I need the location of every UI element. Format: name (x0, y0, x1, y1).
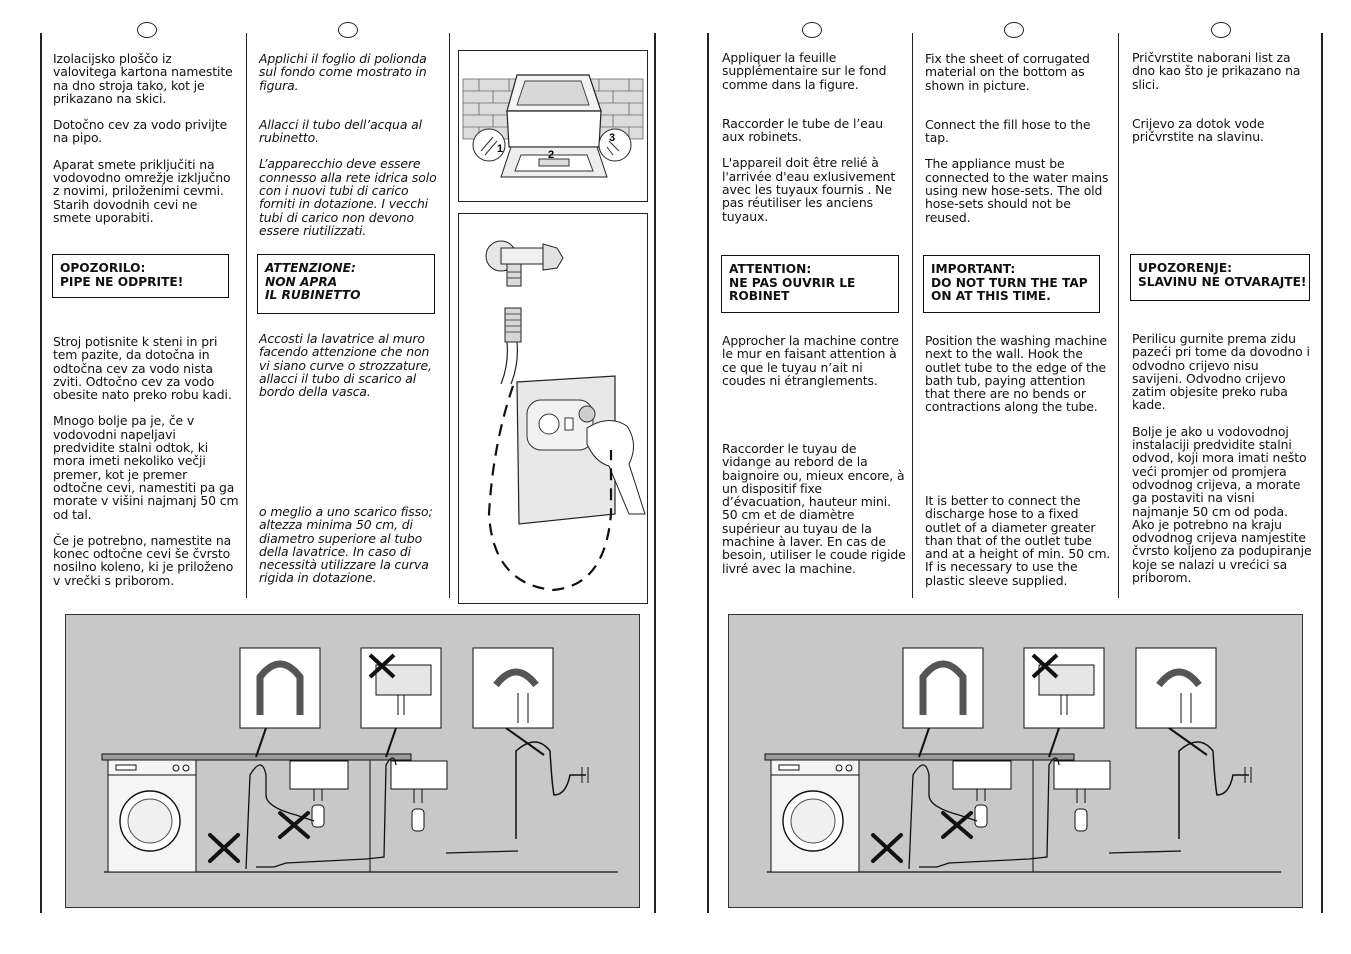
warning-line: ROBINET (729, 289, 790, 303)
text-column-italian-lower: Accosti la lavatrice al muro facendo att… (259, 332, 441, 411)
paragraph: Perilicu gurnite prema zidu pazeći pri t… (1132, 331, 1310, 413)
paragraph: Če je potrebno, namestite na konec odtoč… (53, 532, 234, 588)
paragraph: Stroj potisnite k steni in pri tem pazit… (53, 334, 232, 403)
text-column-slovenian: Izolacijsko ploščo iz valovitega kartona… (53, 52, 239, 237)
figure-label: 1 (497, 143, 503, 155)
paragraph: o meglio a uno scarico fisso; altezza mi… (259, 504, 433, 586)
language-flag-icon (137, 22, 157, 38)
column-rule (246, 33, 247, 598)
language-flag-icon (338, 22, 358, 38)
warning-box: IMPORTANT: DO NOT TURN THE TAP ON AT THI… (923, 255, 1100, 313)
text-column-english-lower: Position the washing machine next to the… (925, 334, 1111, 427)
paragraph: Raccorder le tuyau de vidange au rebord … (722, 441, 906, 576)
paragraph: It is better to connect the discharge ho… (925, 493, 1111, 588)
text-column-slovenian-lower: Stroj potisnite k steni in pri tem pazit… (53, 335, 239, 600)
paragraph: Crijevo za dotok vode pričvrstite na sla… (1132, 115, 1265, 145)
text-column-croatian-lower: Perilicu gurnite prema zidu pazeći pri t… (1132, 332, 1312, 597)
warning-line: UPOZORENJE: (1138, 261, 1233, 275)
figure-base-sheet: 1 2 3 (458, 50, 648, 202)
column-rule (1118, 33, 1119, 598)
paragraph: L'appareil doit être relié à l'arrivée d… (722, 155, 896, 224)
paragraph: Connect the fill hose to the tap. (925, 116, 1091, 146)
warning-line: PIPE NE ODPRITE! (60, 274, 184, 289)
warning-line: OPOZORILO: (60, 261, 146, 275)
paragraph: Dotočno cev za vodo privijte na pipo. (53, 117, 228, 146)
warning-line: SLAVINU NE OTVARAJTE! (1138, 274, 1307, 289)
warning-line: ON AT THIS TIME. (931, 289, 1051, 303)
language-flag-icon (1211, 22, 1231, 38)
warning-line: NE PAS OUVRIR LE (729, 275, 856, 290)
warning-line: ATTENTION: (729, 262, 812, 276)
paragraph: L’apparecchio deve essere connesso alla … (259, 156, 437, 238)
warning-box: UPOZORENJE: SLAVINU NE OTVARAJTE! (1130, 254, 1310, 301)
warning-box: ATTENTION: NE PAS OUVRIR LE ROBINET (721, 255, 899, 313)
paragraph: Bolje je ako u vodovodnoj instalaciji pr… (1132, 423, 1312, 586)
left-margin-rule (40, 33, 42, 913)
text-column-croatian: Pričvrstite naborani list za dno kao što… (1132, 51, 1312, 156)
figure-label: 2 (548, 149, 554, 161)
paragraph: Aparat smete priključiti na vodovodno om… (53, 156, 231, 225)
paragraph: Approcher la machine contre le mur en fa… (722, 333, 899, 388)
language-flag-icon (1004, 22, 1024, 38)
paragraph: Mnogo bolje pa je, če v vodovodni napelj… (53, 413, 239, 522)
text-column-french-lower: Raccorder le tuyau de vidange au rebord … (722, 442, 906, 588)
text-column-english: Fix the sheet of corrugated material on … (925, 52, 1111, 237)
paragraph: Appliquer la feuille supplémentaire sur … (722, 50, 887, 92)
paragraph: Applichi il foglio di polionda sul fondo… (259, 51, 427, 93)
paragraph: Position the washing machine next to the… (925, 333, 1108, 415)
figure-label: 3 (609, 132, 615, 144)
warning-line: ATTENZIONE: (265, 261, 356, 275)
language-flag-icon (802, 22, 822, 38)
figure-tap-connection (458, 213, 648, 604)
warning-line: DO NOT TURN THE TAP (931, 275, 1088, 290)
paragraph: Raccorder le tube de l’eau aux robinets. (722, 115, 883, 145)
warning-line: IMPORTANT: (931, 262, 1016, 276)
text-column-french: Appliquer la feuille supplémentaire sur … (722, 51, 906, 236)
paragraph: Pričvrstite naborani list za dno kao što… (1132, 50, 1301, 92)
text-column-french-lower: Approcher la machine contre le mur en fa… (722, 334, 906, 400)
warning-line: IL RUBINETTO (265, 288, 361, 302)
column-rule (449, 33, 450, 598)
paragraph: Accosti la lavatrice al muro facendo att… (259, 331, 432, 400)
text-column-english-lower: It is better to connect the discharge ho… (925, 494, 1111, 600)
warning-box: ATTENZIONE: NON APRA IL RUBINETTO (257, 254, 435, 314)
page-right-rule (654, 33, 656, 913)
paragraph: The appliance must be connected to the w… (925, 156, 1109, 225)
warning-box: OPOZORILO: PIPE NE ODPRITE! (52, 254, 229, 298)
text-column-italian-lower: o meglio a uno scarico fisso; altezza mi… (259, 505, 441, 598)
figure-drain-options-right (728, 614, 1303, 908)
column-rule (912, 33, 913, 598)
paragraph: Izolacijsko ploščo iz valovitega kartona… (53, 51, 233, 106)
figure-drain-options-left (65, 614, 640, 908)
page-left-rule (707, 33, 709, 913)
paragraph: Fix the sheet of corrugated material on … (925, 51, 1090, 93)
paragraph: Allacci il tubo dell’acqua al rubinetto. (259, 116, 422, 146)
right-margin-rule (1321, 33, 1323, 913)
text-column-italian: Applichi il foglio di polionda sul fondo… (259, 52, 441, 250)
warning-line: NON APRA (265, 274, 338, 289)
